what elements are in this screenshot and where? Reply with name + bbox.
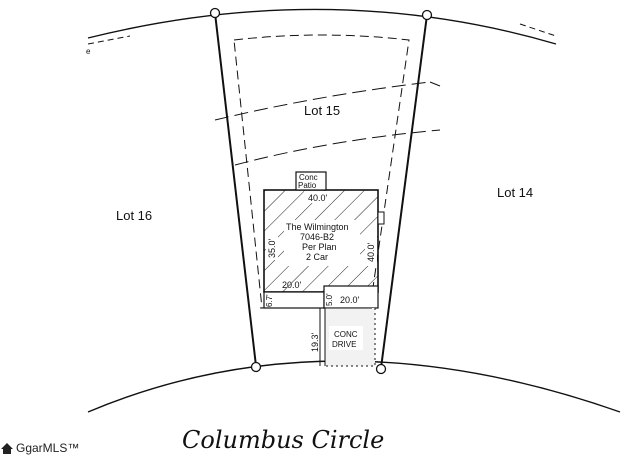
corner-marker-tl <box>209 7 221 19</box>
house-per-plan: Per Plan <box>302 242 337 252</box>
patio-label-1: Conc <box>299 173 318 182</box>
drive-label-2: DRIVE <box>332 340 356 349</box>
contour-line-1-ext <box>429 81 441 87</box>
edge-mark: e <box>86 47 91 56</box>
house-label-bg <box>284 220 360 266</box>
house-logo-icon <box>1 443 13 454</box>
dim-offset: 5.0' <box>325 293 334 306</box>
lot-14-label: Lot 14 <box>497 185 533 200</box>
lot-line-left <box>214 12 257 367</box>
side-box <box>377 211 385 225</box>
drive-label-1: CONC <box>334 330 358 339</box>
edge-tick-right <box>519 23 557 37</box>
dim-right: 40.0' <box>366 242 376 262</box>
dim-left-bg <box>266 230 278 260</box>
house-garage: 2 Car <box>306 252 328 262</box>
setback-envelope <box>233 34 410 309</box>
street-arc-line <box>87 360 621 413</box>
lot-15-label: Lot 15 <box>304 103 340 118</box>
watermark: GgarMLS™ <box>0 441 79 455</box>
lot-line-right <box>380 14 428 369</box>
contour-line-1 <box>214 81 431 121</box>
corner-marker-bl <box>250 361 262 373</box>
lot-16-label: Lot 16 <box>116 208 152 223</box>
watermark-text: GgarMLS™ <box>16 441 80 455</box>
dim-bottom-left: 20.0' <box>282 280 302 290</box>
dim-top: 40.0' <box>308 193 328 203</box>
drive-label-bg <box>329 326 363 350</box>
dim-top-bg <box>304 191 332 203</box>
rear-arc-line <box>87 8 557 45</box>
corner-marker-br <box>375 363 387 375</box>
dim-side: 6.7' <box>265 294 274 307</box>
drive-setback: 19.3' <box>310 332 320 352</box>
dim-left: 35.0' <box>267 238 277 258</box>
dim-right-bg <box>365 236 377 266</box>
dim-bottom-right: 20.0' <box>340 295 360 305</box>
edge-tick <box>87 35 131 45</box>
contour-line-2 <box>234 129 441 166</box>
street-name: Columbus Circle <box>182 426 384 454</box>
patio-label-2: Patio <box>298 181 317 190</box>
house-name: The Wilmington <box>286 222 349 232</box>
corner-marker-tr <box>421 9 433 21</box>
patio-slab <box>295 171 327 191</box>
house-plan-code: 7046-B2 <box>300 232 334 242</box>
